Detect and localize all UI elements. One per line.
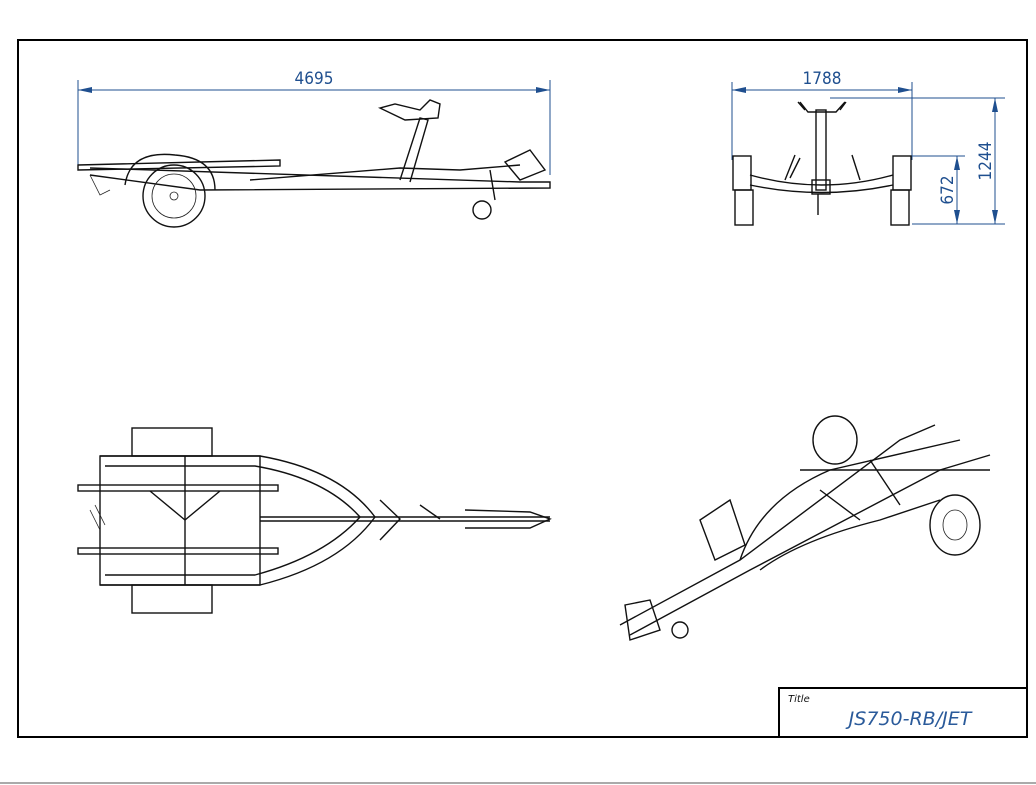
dimension-height: 1244 <box>976 142 996 181</box>
title-block <box>778 687 1028 738</box>
dimension-width: 1788 <box>803 69 842 89</box>
dimension-bed-height: 672 <box>938 175 958 204</box>
top-view <box>77 427 552 614</box>
dimension-length: 4695 <box>295 69 334 89</box>
drawing-frame <box>17 39 1028 738</box>
drawing-title: JS750-RB/JET <box>845 708 973 730</box>
front-view <box>731 82 1005 226</box>
title-label: Title <box>788 694 810 705</box>
side-view <box>77 80 551 228</box>
isometric-view <box>619 415 991 641</box>
